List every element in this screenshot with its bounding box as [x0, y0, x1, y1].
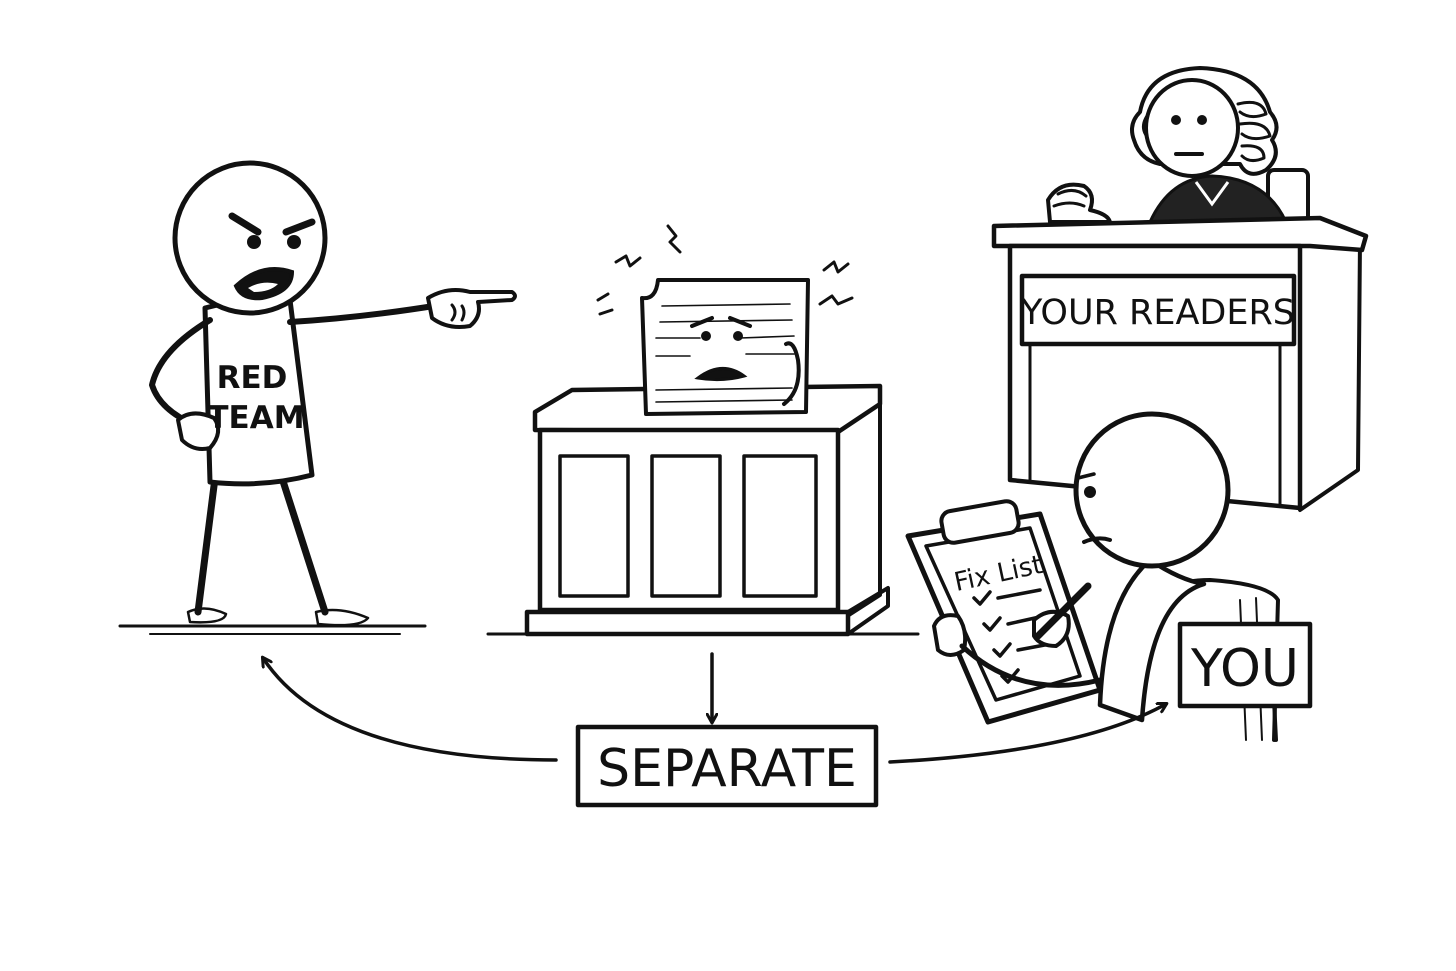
judge-robe: [1147, 174, 1289, 224]
judge-figure: [1046, 66, 1310, 232]
separate-box: [575, 724, 879, 808]
nervous-document: [596, 224, 854, 416]
you-sign: [1177, 621, 1313, 709]
witness-box-panel: [650, 454, 722, 598]
witness-box-panel: [558, 454, 630, 598]
you-label: YOU: [1190, 639, 1299, 699]
judge-head: [1144, 78, 1240, 178]
red-team-label-line2: TEAM: [207, 400, 304, 436]
arrow-to-you: [888, 704, 1166, 764]
your-readers-label: YOUR READERS: [1020, 293, 1295, 333]
you-head: [1073, 411, 1231, 569]
document-page: [640, 278, 810, 416]
gavel-icon: [1046, 182, 1112, 224]
your-readers-sign: [1019, 273, 1297, 347]
separate-label: SEPARATE: [597, 739, 857, 799]
you-figure: Fix List YOU: [905, 411, 1313, 742]
pen-icon: [1034, 582, 1092, 640]
worried-brows: [690, 316, 752, 328]
separation-arrows: [263, 652, 1166, 764]
arrow-to-red-team: [263, 658, 558, 762]
nervous-marks: [596, 224, 854, 316]
worried-mouth: [694, 367, 748, 382]
witness-box: [486, 383, 920, 637]
pointing-hand-icon: [426, 288, 517, 329]
red-team-legs: [194, 474, 329, 616]
red-team-arm-hip: [149, 317, 213, 428]
you-body: [1097, 557, 1207, 723]
witness-box-panel: [742, 454, 818, 598]
red-team-figure: RED TEAM: [118, 160, 517, 635]
fix-list-clipboard: Fix List: [905, 499, 1103, 725]
angry-brows: [228, 212, 316, 236]
red-team-arm-pointing: [287, 302, 443, 325]
judge-bench: YOUR READERS: [991, 215, 1369, 512]
red-team-label-line1: RED: [217, 360, 288, 396]
